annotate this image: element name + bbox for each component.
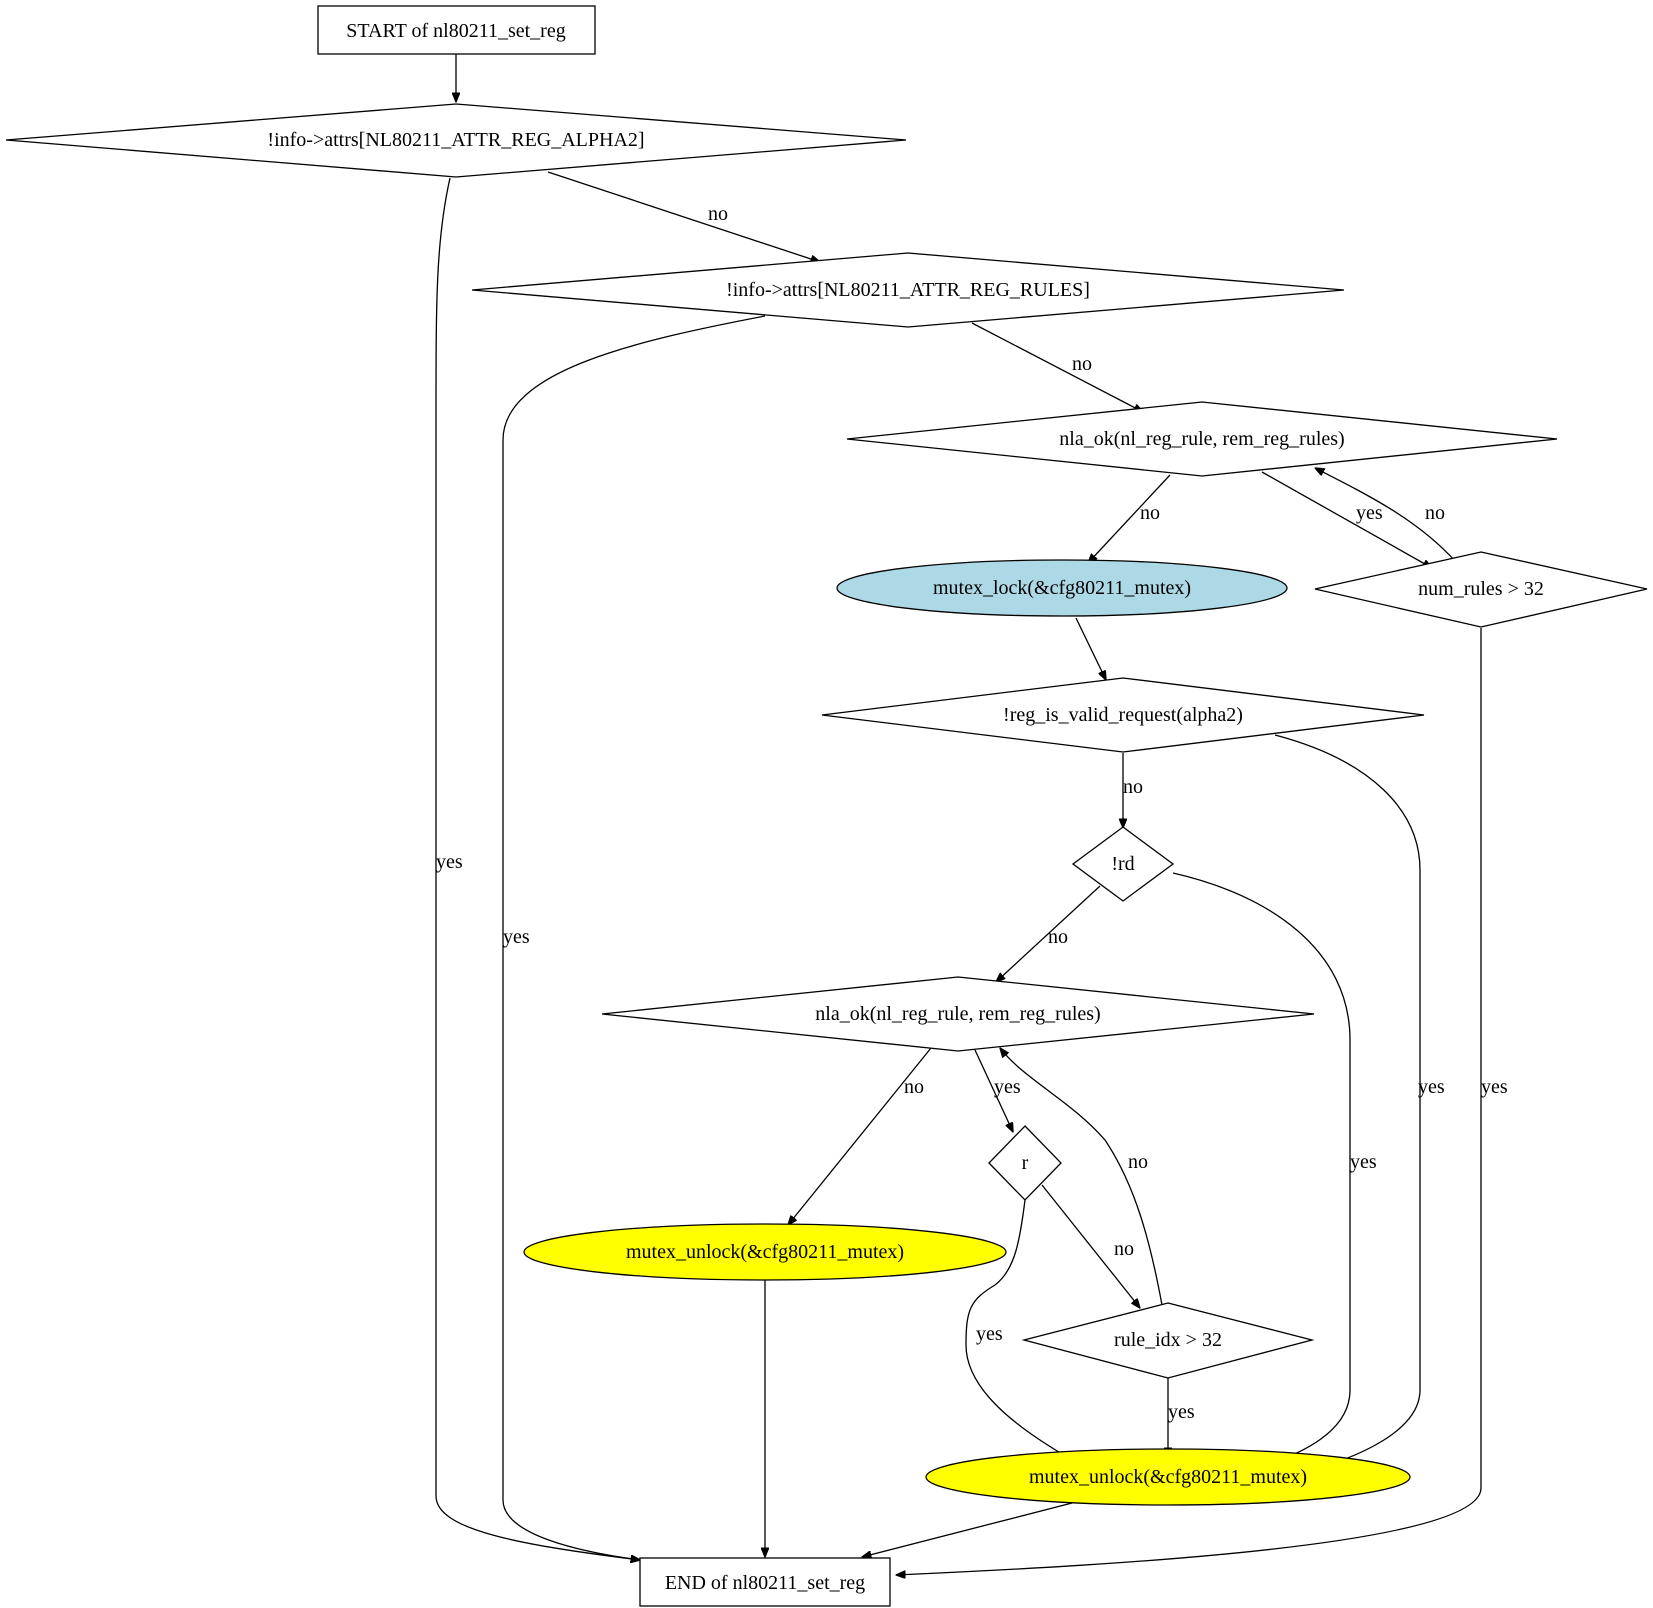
edge-label-rd-yes: yes [1350, 1151, 1377, 1173]
node-rd-check-shape [1071, 826, 1175, 902]
edge-parse-yes [974, 1049, 1013, 1132]
edge-rules-no [971, 322, 1143, 412]
edge-label-rd-no: no [1048, 926, 1068, 948]
node-rd-check-label: !rd [1111, 853, 1134, 875]
edge-num-rules-yes [896, 628, 1482, 1575]
edge-label-count-loop-yes: yes [1356, 502, 1383, 524]
node-check-alpha2: !info->attrs[NL80211_ATTR_REG_ALPHA2] [5, 103, 907, 178]
edge-alpha2-no [547, 171, 820, 262]
node-unlock-left-label: mutex_unlock(&cfg80211_mutex) [626, 1241, 904, 1263]
edge-valid-yes [1274, 734, 1421, 1473]
node-rule-idx-check-label: rule_idx > 32 [1114, 1329, 1222, 1351]
node-unlock-right-label: mutex_unlock(&cfg80211_mutex) [1029, 1466, 1307, 1488]
edge-label-parse-no: no [904, 1076, 924, 1098]
node-check-rules-label: !info->attrs[NL80211_ATTR_REG_RULES] [726, 279, 1090, 301]
node-mutex-lock: mutex_lock(&cfg80211_mutex) [836, 559, 1288, 617]
edge-label-rules-no: no [1072, 353, 1092, 375]
edges: no yes no yes yes no no yes no yes no ye… [435, 54, 1508, 1575]
node-unlock-right: mutex_unlock(&cfg80211_mutex) [925, 1448, 1411, 1506]
node-r-check: r [988, 1125, 1062, 1201]
node-unlock-left-shape [523, 1223, 1007, 1281]
node-unlock-right-shape [925, 1448, 1411, 1506]
edge-lock-to-valid [1075, 617, 1106, 680]
edge-label-num-rules-no: no [1425, 502, 1445, 524]
node-check-alpha2-label: !info->attrs[NL80211_ATTR_REG_ALPHA2] [267, 129, 644, 151]
edge-label-rules-yes: yes [503, 926, 530, 948]
edge-label-rule-idx-no: no [1128, 1151, 1148, 1173]
node-check-rules-shape [471, 252, 1345, 328]
node-count-loop-shape [846, 401, 1558, 477]
edge-label-parse-yes: yes [994, 1076, 1021, 1098]
node-start: START of nl80211_set_reg [317, 5, 596, 55]
node-rule-idx-check-shape [1021, 1302, 1315, 1379]
node-num-rules-check-label: num_rules > 32 [1418, 578, 1544, 600]
node-end: END of nl80211_set_reg [639, 1557, 891, 1607]
node-rd-check: !rd [1071, 826, 1175, 902]
edge-rules-yes [502, 315, 766, 1560]
node-valid-request: !reg_is_valid_request(alpha2) [821, 677, 1425, 753]
edge-parse-no [788, 1047, 932, 1225]
nodes: START of nl80211_set_reg !info->attrs[NL… [5, 5, 1648, 1607]
node-r-check-shape [988, 1125, 1062, 1201]
node-num-rules-check-shape [1314, 551, 1648, 628]
node-parse-loop-shape [601, 976, 1315, 1052]
edge-r-yes [965, 1199, 1072, 1460]
node-rule-idx-check: rule_idx > 32 [1021, 1302, 1315, 1379]
edge-label-valid-no: no [1123, 776, 1143, 798]
node-end-shape [639, 1557, 891, 1607]
node-mutex-lock-shape [836, 559, 1288, 617]
edge-label-count-loop-no: no [1140, 502, 1160, 524]
edge-label-rule-idx-yes: yes [1168, 1401, 1195, 1423]
edge-num-rules-no [1315, 468, 1457, 563]
node-mutex-lock-label: mutex_lock(&cfg80211_mutex) [933, 577, 1191, 599]
node-parse-loop: nla_ok(nl_reg_rule, rem_reg_rules) [601, 976, 1315, 1052]
edge-label-num-rules-yes: yes [1481, 1076, 1508, 1098]
edge-label-alpha2-no: no [708, 203, 728, 225]
edge-count-loop-no [1088, 474, 1171, 563]
node-start-label: START of nl80211_set_reg [346, 20, 565, 42]
edge-unlock-right-to-end [862, 1502, 1073, 1557]
node-r-check-label: r [1022, 1152, 1029, 1174]
node-check-alpha2-shape [5, 103, 907, 178]
edge-alpha2-yes [435, 177, 640, 1560]
node-valid-request-shape [821, 677, 1425, 753]
edge-rd-yes [1172, 872, 1351, 1470]
edge-label-alpha2-yes: yes [436, 851, 463, 873]
edge-rule-idx-no [1000, 1048, 1163, 1306]
edge-r-no [1041, 1184, 1140, 1308]
node-parse-loop-label: nla_ok(nl_reg_rule, rem_reg_rules) [815, 1003, 1100, 1025]
edge-label-r-no: no [1114, 1238, 1134, 1260]
node-check-rules: !info->attrs[NL80211_ATTR_REG_RULES] [471, 252, 1345, 328]
node-valid-request-label: !reg_is_valid_request(alpha2) [1003, 704, 1243, 726]
node-count-loop-label: nla_ok(nl_reg_rule, rem_reg_rules) [1059, 428, 1344, 450]
edge-label-r-yes: yes [976, 1323, 1003, 1345]
node-count-loop: nla_ok(nl_reg_rule, rem_reg_rules) [846, 401, 1558, 477]
node-start-shape [317, 5, 596, 55]
node-num-rules-check: num_rules > 32 [1314, 551, 1648, 628]
edge-count-loop-yes [1261, 471, 1432, 568]
node-unlock-left: mutex_unlock(&cfg80211_mutex) [523, 1223, 1007, 1281]
edge-label-valid-yes: yes [1418, 1076, 1445, 1098]
node-end-label: END of nl80211_set_reg [665, 1572, 865, 1594]
edge-rd-no [996, 885, 1101, 982]
